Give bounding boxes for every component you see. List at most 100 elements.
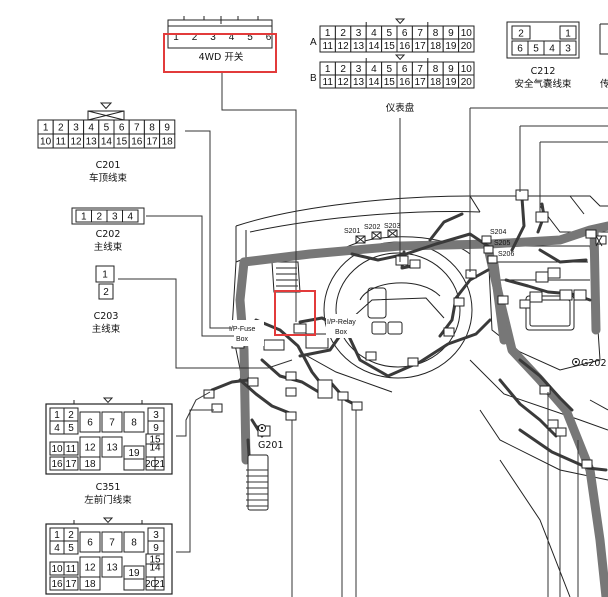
ground-g201 <box>258 424 266 432</box>
pin-dash-rowB-top-8: 8 <box>433 64 439 75</box>
pin-c352-8-cell <box>123 531 145 553</box>
pin-c351-13: 13 <box>106 443 118 454</box>
pin-c203-2: 2 <box>103 287 109 298</box>
pin-c351-19: 19 <box>128 448 140 459</box>
pin-dash-rowA-bot-20-cell <box>458 38 475 53</box>
right-edge-label: 传 <box>600 78 608 90</box>
pin-c201-bot-13: 13 <box>86 137 98 148</box>
pin-dash-rowA-top-9: 9 <box>448 28 454 39</box>
pin-c351-11-cell <box>63 441 79 456</box>
c203-label: 主线束 <box>92 323 121 335</box>
pin-dash-rowA-bot-18: 18 <box>430 41 442 52</box>
pin-c351-11: 11 <box>66 444 77 455</box>
pin-c351-6: 6 <box>87 418 93 429</box>
pin-c352-4: 4 <box>54 543 60 554</box>
highlight-4wd-connector <box>163 33 277 73</box>
pin-c201-top-7: 7 <box>134 123 140 134</box>
c203-code: C203 <box>94 311 119 322</box>
pin-c352-5: 5 <box>68 543 74 554</box>
pin-dash-rowA-top-3: 3 <box>356 28 362 39</box>
pin-c203-1-cell <box>95 265 115 283</box>
highlight-4wd-location <box>274 290 316 336</box>
pin-dash-rowB-bot-16: 16 <box>399 77 411 88</box>
pin-c352-7: 7 <box>109 538 115 549</box>
pin-dash-rowB-top-2: 2 <box>340 64 346 75</box>
pin-c352-20: 20 <box>145 579 157 590</box>
pin-c351-2: 2 <box>68 410 74 421</box>
pin-c351-10: 10 <box>51 444 63 455</box>
pin-c352-9: 9 <box>153 543 159 554</box>
pin-c201-bot-18: 18 <box>162 137 174 148</box>
pin-c352-13: 13 <box>106 563 118 574</box>
pin-c201-top-1: 1 <box>43 123 49 134</box>
pin-dash-rowA-bot-15: 15 <box>384 41 396 52</box>
pin-c352-10: 10 <box>51 564 63 575</box>
pin-c201-bot-11: 11 <box>56 137 67 148</box>
pin-dash-rowB-top-3: 3 <box>356 64 362 75</box>
pin-c352-6: 6 <box>87 538 93 549</box>
dash-row-a-letter: A <box>310 37 317 48</box>
pin-c351-6-cell <box>79 411 101 433</box>
ip-fuse-label-line2: Box <box>236 336 249 343</box>
pin-c351-5: 5 <box>68 423 74 434</box>
pin-dash-rowA-top-2: 2 <box>340 28 346 39</box>
pin-c202-2: 2 <box>96 212 102 223</box>
splice-s203: S203 <box>384 223 400 230</box>
connector-c203: 1 2 C203 主线束 <box>92 265 121 335</box>
pin-4wd-3: 3 <box>210 32 216 43</box>
pin-c351-18-cell <box>79 456 101 471</box>
polarity-triangle <box>102 397 114 404</box>
pin-dash-rowA-bot-11: 11 <box>323 41 334 52</box>
c201-label: 车顶线束 <box>89 172 128 184</box>
pin-c351-13-cell <box>101 436 123 458</box>
pin-c202-4: 4 <box>127 212 133 223</box>
splice-s201: S201 <box>344 228 360 235</box>
pin-c351-4: 4 <box>54 423 60 434</box>
pin-dash-rowA-top-4: 4 <box>371 28 377 39</box>
latch-ticks <box>365 22 429 26</box>
pin-c201-top-9: 9 <box>164 123 170 134</box>
splice-s202: S202 <box>364 224 380 231</box>
pin-c351-7: 7 <box>109 418 115 429</box>
pin-c351-9: 9 <box>153 423 159 434</box>
pin-dash-rowB-bot-20: 20 <box>461 77 473 88</box>
pin-4wd-4: 4 <box>229 32 235 43</box>
pin-dash-rowA-bot-20: 20 <box>461 41 473 52</box>
polarity-triangle <box>102 517 114 524</box>
pin-c202-4-cell <box>122 209 139 223</box>
pin-c351-1: 1 <box>54 410 60 421</box>
pin-dash-rowA-top-8: 8 <box>433 28 439 39</box>
pin-c203-1: 1 <box>102 270 108 281</box>
pin-dash-rowB-bot-17: 17 <box>415 77 427 88</box>
c351-code: C351 <box>96 482 121 493</box>
wire-harness <box>210 196 608 597</box>
c202-label: 主线束 <box>94 241 123 253</box>
connector-4wd-label: 4WD 开关 <box>199 51 244 63</box>
pin-c212-bot-6: 6 <box>517 44 523 55</box>
pin-c202-1: 1 <box>81 212 87 223</box>
pin-c352-19: 19 <box>128 568 140 579</box>
pin-c352-21: 21 <box>154 579 166 590</box>
plug-rings <box>246 469 268 507</box>
pin-c352-blank-cell <box>123 578 145 591</box>
pin-c352-17-cell <box>63 576 79 591</box>
pin-c352-8: 8 <box>131 538 137 549</box>
pin-c351-blank-cell <box>123 458 145 471</box>
pin-dash-rowA-top-5: 5 <box>387 28 393 39</box>
pin-c351-8: 8 <box>131 418 137 429</box>
ip-relay-label-line1: I/P-Relay <box>327 319 356 326</box>
pin-dash-rowB-top-6: 6 <box>402 64 408 75</box>
pin-4wd-2: 2 <box>192 32 198 43</box>
pin-c352-1: 1 <box>54 530 60 541</box>
pin-c351-15-cell <box>145 433 165 445</box>
pin-c351-3: 3 <box>153 410 159 421</box>
pin-dash-rowB-top-10: 10 <box>461 64 473 75</box>
pin-c351-8-cell <box>123 411 145 433</box>
polarity-triangle <box>394 54 406 61</box>
pin-c351-17: 17 <box>65 459 77 470</box>
